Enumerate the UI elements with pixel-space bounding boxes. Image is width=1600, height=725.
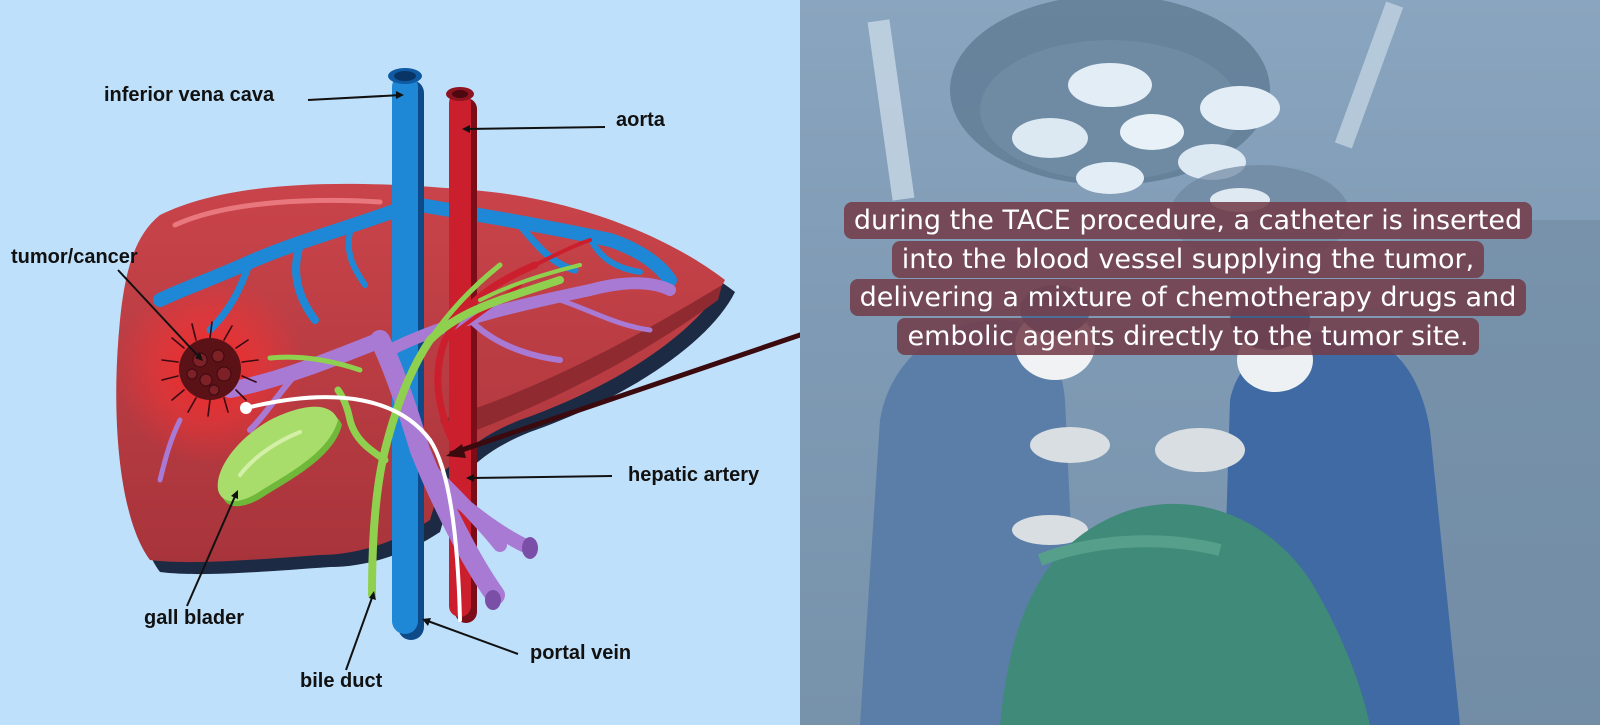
label-inferior-vena-cava: inferior vena cava xyxy=(104,84,275,106)
callout-connector-tip xyxy=(446,444,466,458)
anatomy-panel: inferior vena cava aorta tumor/cancer he… xyxy=(11,68,800,692)
caption-text: during the TACE procedure, a catheter is… xyxy=(843,202,1533,355)
surgical-lamp xyxy=(950,0,1280,194)
catheter-tip xyxy=(240,402,252,414)
label-tumor: tumor/cancer xyxy=(11,246,138,268)
catheter xyxy=(244,395,462,622)
liver-lower-lobe xyxy=(440,285,722,440)
hepatic-artery-vessel xyxy=(434,238,592,464)
operating-room-scene xyxy=(860,0,1600,725)
gall-bladder xyxy=(217,406,342,507)
operating-room-photo xyxy=(800,0,1600,725)
liver-illustration xyxy=(115,68,800,671)
label-hepatic-artery: hepatic artery xyxy=(628,464,760,486)
label-gall-bladder: gall blader xyxy=(144,607,245,629)
callout-connector xyxy=(449,332,800,457)
leader-lines xyxy=(117,91,613,671)
inferior-vena-cava xyxy=(388,68,424,640)
patient-drape xyxy=(1000,503,1370,725)
portal-vein-end-2 xyxy=(485,590,501,610)
liver-highlight xyxy=(172,197,383,228)
portal-vein-end-1 xyxy=(522,537,538,559)
caption-box: during the TACE procedure, a catheter is… xyxy=(830,202,1546,356)
label-aorta: aorta xyxy=(616,109,665,131)
label-portal-vein: portal vein xyxy=(530,642,632,664)
label-bile-duct: bile duct xyxy=(300,670,383,692)
